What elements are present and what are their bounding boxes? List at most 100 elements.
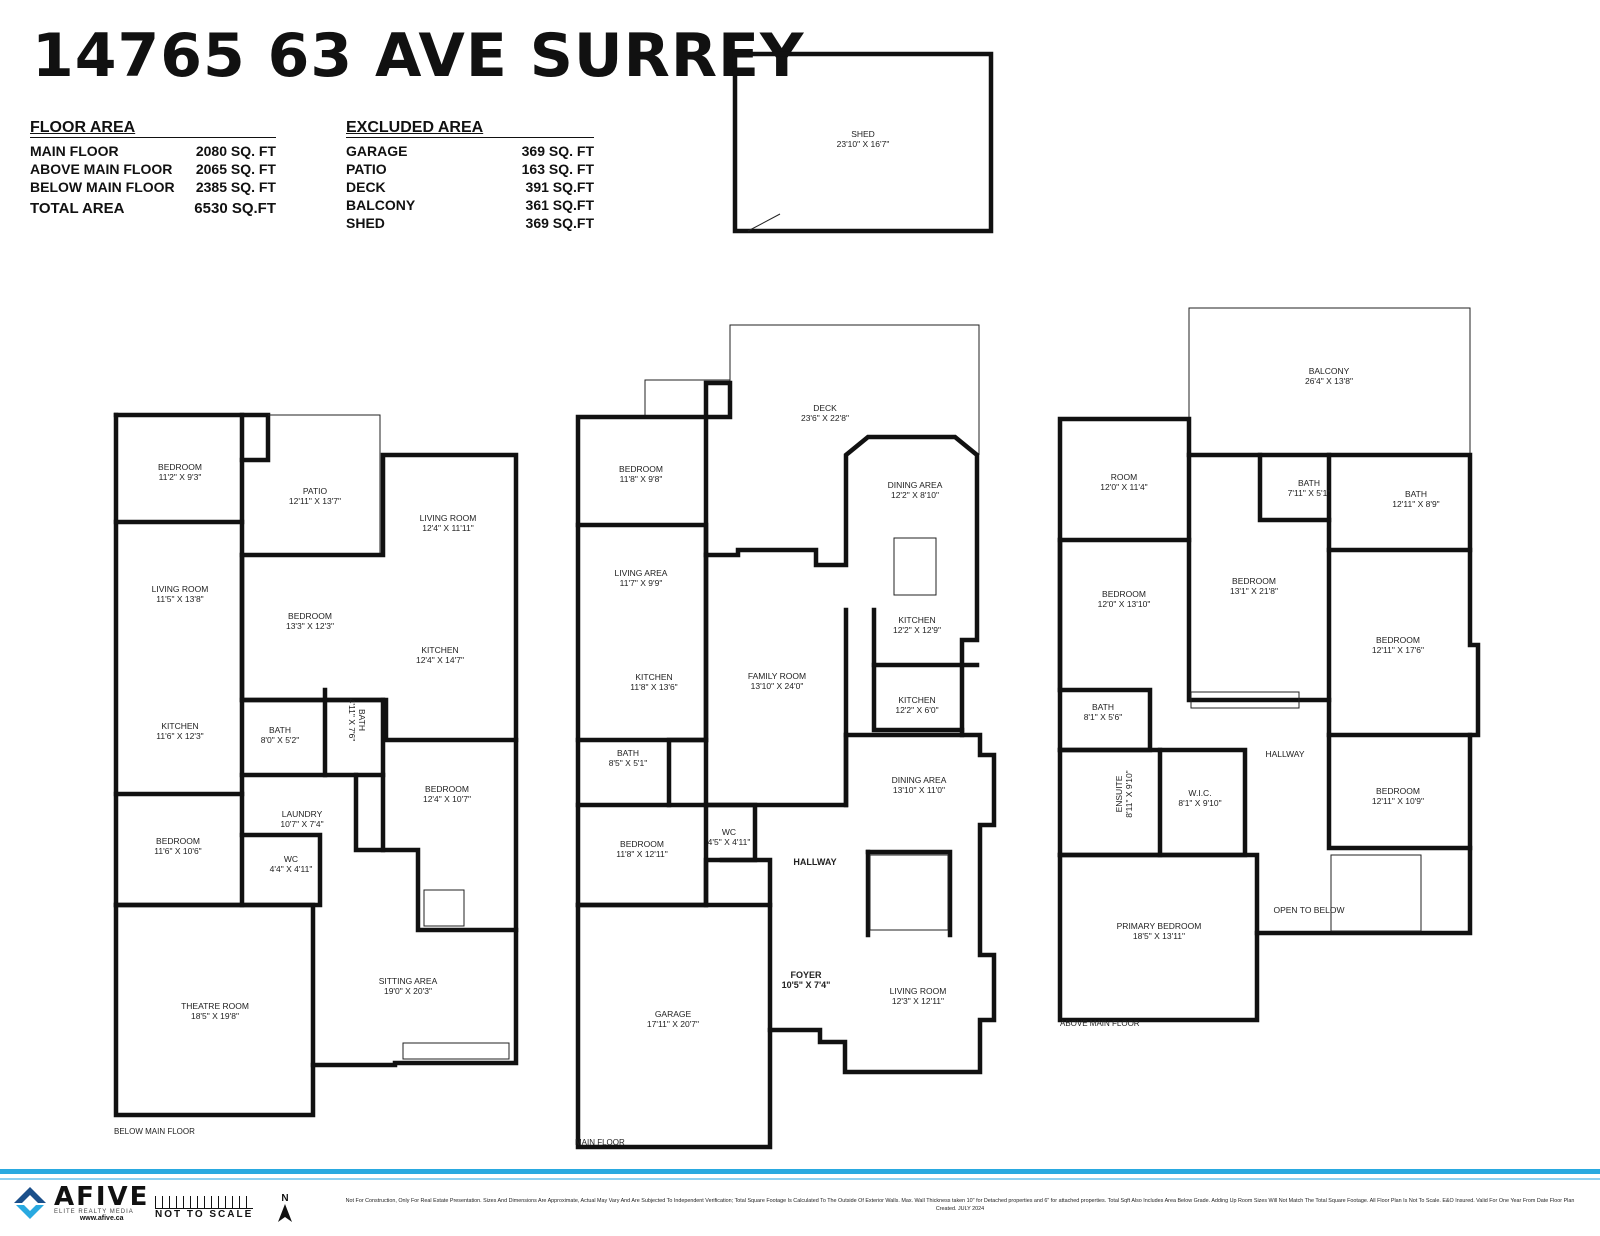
brand-logo: AFIVE ELITE REALTY MEDIA www.afive.ca bbox=[10, 1183, 149, 1223]
room-dim: 11'6" X 10'6" bbox=[154, 846, 201, 856]
room-dim: 13'1" X 21'8" bbox=[1230, 586, 1278, 596]
disclaimer-text: Not For Construction, Only For Real Esta… bbox=[345, 1198, 1575, 1212]
room-dim: 12'4" X 11'11" bbox=[422, 523, 474, 533]
row-label: DECK bbox=[346, 179, 386, 195]
room-name: FOYER bbox=[790, 970, 822, 980]
page-title: 14765 63 AVE SURREY bbox=[32, 21, 805, 91]
row-value: 391 SQ.FT bbox=[525, 179, 594, 195]
north-arrow: N bbox=[278, 1193, 292, 1225]
room-dim: 18'5" X 19'8" bbox=[191, 1011, 239, 1021]
room-dim: 12'0" X 13'10" bbox=[1098, 599, 1151, 609]
room-name: KITCHEN bbox=[421, 645, 458, 655]
room-name: LIVING AREA bbox=[615, 568, 668, 578]
excluded-area-heading: EXCLUDED AREA bbox=[346, 119, 594, 138]
north-arrow-icon bbox=[278, 1204, 292, 1222]
brand-text: AFIVE ELITE REALTY MEDIA www.afive.ca bbox=[54, 1184, 149, 1222]
above-main-floor-plan: BALCONY 26'4" X 13'8" ROOM 12'0" X 11'4"… bbox=[1057, 307, 1481, 1028]
table-row: DECK 391 SQ.FT bbox=[346, 178, 594, 196]
room-name: BATH bbox=[1405, 489, 1427, 499]
room-dim: 12'11" X 10'9" bbox=[1372, 796, 1424, 806]
room-name: PATIO bbox=[303, 486, 328, 496]
row-value: 2080 SQ. FT bbox=[195, 143, 276, 159]
main-floor-plan: DECK 23'6" X 22'8" BEDROOM 11'8" X 9'8" … bbox=[575, 324, 997, 1150]
row-label: BALCONY bbox=[346, 197, 416, 213]
room-dim: 23'6" X 22'8" bbox=[801, 413, 849, 423]
table-row: ABOVE MAIN FLOOR 2065 SQ. FT bbox=[30, 160, 276, 178]
room-dim: 12'4" X 10'7" bbox=[423, 794, 471, 804]
row-label: SHED bbox=[346, 215, 385, 231]
room-dim: 23'10" X 16'7" bbox=[837, 139, 890, 149]
room-dim: 8'5" X 5'1" bbox=[609, 758, 648, 768]
room-dim: 18'5" X 13'11" bbox=[1133, 931, 1185, 941]
room-name: KITCHEN bbox=[161, 721, 198, 731]
brand-website: www.afive.ca bbox=[79, 1214, 124, 1222]
room-name: BEDROOM bbox=[1376, 786, 1420, 796]
room-name: BEDROOM bbox=[156, 836, 200, 846]
below-main-floor-plan: BEDROOM 11'2" X 9'3" PATIO 12'11" X 13'7… bbox=[113, 412, 519, 1136]
room-dim: 12'3" X 12'11" bbox=[892, 996, 944, 1006]
room-name: KITCHEN bbox=[898, 615, 935, 625]
room-name: LAUNDRY bbox=[282, 809, 323, 819]
room-name: BATH bbox=[617, 748, 639, 758]
room-name: ROOM bbox=[1111, 472, 1137, 482]
room-name: BEDROOM bbox=[619, 464, 663, 474]
room-name: DINING AREA bbox=[888, 480, 943, 490]
row-label: PATIO bbox=[346, 161, 387, 177]
room-name: BEDROOM bbox=[1376, 635, 1420, 645]
room-name: HALLWAY bbox=[793, 857, 836, 867]
room-dim: 4'11" X 7'6" bbox=[347, 699, 357, 742]
room-dim: 17'11" X 20'7" bbox=[647, 1019, 699, 1029]
room-name: KITCHEN bbox=[635, 672, 672, 682]
row-label: ABOVE MAIN FLOOR bbox=[30, 161, 173, 177]
room-dim: 19'0" X 20'3" bbox=[384, 986, 432, 996]
scale-ruler bbox=[155, 1196, 253, 1209]
room-dim: 12'2" X 12'9" bbox=[893, 625, 941, 635]
room-dim: 13'10" X 24'0" bbox=[751, 681, 804, 691]
room-dim: 4'5" X 4'11" bbox=[708, 837, 751, 847]
room-dim: 10'7" X 7'4" bbox=[280, 819, 323, 829]
room-dim: 13'3" X 12'3" bbox=[286, 621, 334, 631]
room-dim: 13'10" X 11'0" bbox=[893, 785, 945, 795]
brand-subtitle: ELITE REALTY MEDIA bbox=[54, 1208, 134, 1215]
floor-label: MAIN FLOOR bbox=[575, 1138, 625, 1147]
table-row: BELOW MAIN FLOOR 2385 SQ. FT bbox=[30, 178, 276, 196]
room-name: KITCHEN bbox=[898, 695, 935, 705]
room-dim: 11'2" X 9'3" bbox=[159, 472, 202, 482]
room-dim: 11'6" X 12'3" bbox=[156, 731, 203, 741]
room-name: BEDROOM bbox=[1102, 589, 1146, 599]
room-dim: 12'11" X 17'6" bbox=[1372, 645, 1424, 655]
total-label: TOTAL AREA bbox=[30, 200, 125, 217]
room-dim: 4'4" X 4'11" bbox=[270, 864, 313, 874]
room-name: BATH bbox=[1092, 702, 1114, 712]
room-name: WC bbox=[722, 827, 736, 837]
room-dim: 8'11" X 9'10" bbox=[1124, 770, 1134, 817]
row-value: 2385 SQ. FT bbox=[195, 179, 276, 195]
room-dim: 11'5" X 13'8" bbox=[156, 594, 203, 604]
scale-text: NOT TO SCALE bbox=[155, 1209, 254, 1220]
room-name: WC bbox=[284, 854, 298, 864]
row-label: BELOW MAIN FLOOR bbox=[30, 179, 175, 195]
room-name: LIVING ROOM bbox=[890, 986, 947, 996]
room-name: BALCONY bbox=[1309, 366, 1350, 376]
footer-accent-bar bbox=[0, 1169, 1600, 1174]
room-dim: 7'11" X 5'1" bbox=[1288, 488, 1331, 498]
room-name: PRIMARY BEDROOM bbox=[1117, 921, 1202, 931]
room-name: BATH bbox=[357, 709, 367, 731]
total-value: 6530 SQ.FT bbox=[194, 200, 276, 217]
floor-label: ABOVE MAIN FLOOR bbox=[1060, 1019, 1140, 1028]
room-name: W.I.C. bbox=[1188, 788, 1211, 798]
table-row: PATIO 163 SQ. FT bbox=[346, 160, 594, 178]
row-value: 2065 SQ. FT bbox=[195, 161, 276, 177]
room-name: BEDROOM bbox=[425, 784, 469, 794]
room-dim: 26'4" X 13'8" bbox=[1305, 376, 1353, 386]
room-name: FAMILY ROOM bbox=[748, 671, 806, 681]
room-dim: 8'1" X 9'10" bbox=[1178, 798, 1221, 808]
row-value: 163 SQ. FT bbox=[521, 161, 594, 177]
floor-label: BELOW MAIN FLOOR bbox=[114, 1127, 195, 1136]
room-dim: 12'11" X 13'7" bbox=[289, 496, 341, 506]
